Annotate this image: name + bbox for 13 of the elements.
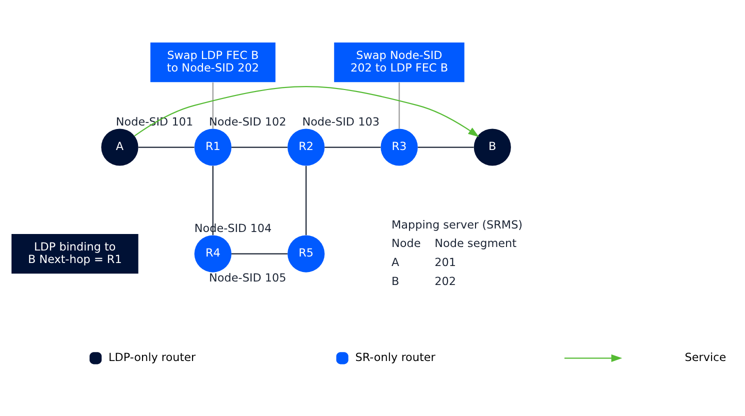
label: 201 xyxy=(434,256,456,269)
label: A xyxy=(391,256,400,269)
legend-label: Service xyxy=(684,350,726,364)
label: 202 xyxy=(434,274,456,288)
label: Node segment xyxy=(434,236,517,250)
node-label: Node-SID 103 xyxy=(302,115,380,128)
node-label: Node-SID 105 xyxy=(209,270,286,284)
legend-label: SR-only router xyxy=(355,350,436,364)
node-label: Node-SID 102 xyxy=(209,115,286,128)
label: Node xyxy=(391,236,421,250)
legend-label: LDP-only router xyxy=(108,350,196,364)
label: B xyxy=(391,274,400,288)
label: Mapping server (SRMS) xyxy=(391,218,523,231)
